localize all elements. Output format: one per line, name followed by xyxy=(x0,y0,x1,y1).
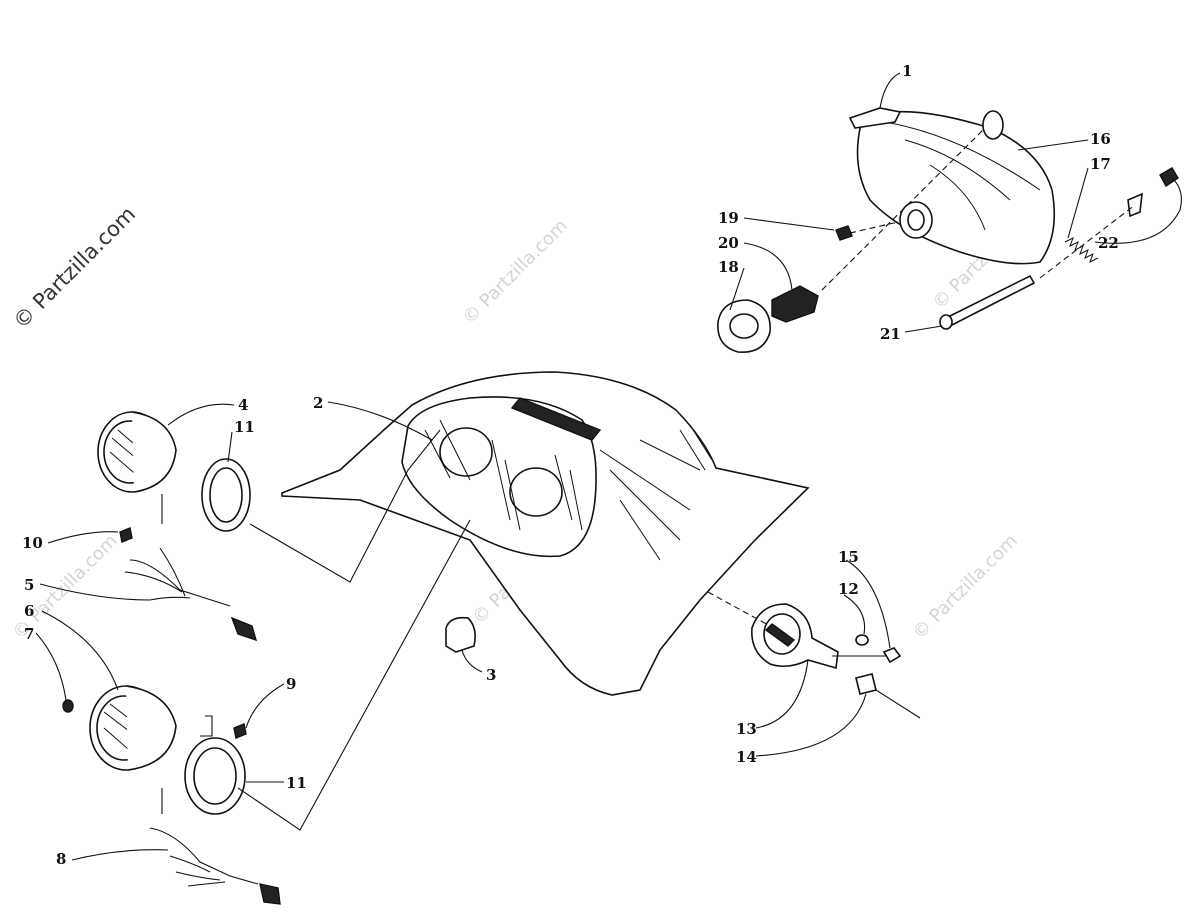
headlight-bracket xyxy=(848,107,902,129)
callout-20: 20 xyxy=(718,234,739,252)
nut xyxy=(882,647,902,664)
tachometer-window xyxy=(439,427,493,477)
screw xyxy=(835,225,853,241)
hood-assembly xyxy=(281,371,810,696)
callout-16: 16 xyxy=(1090,130,1111,148)
callout-4: 4 xyxy=(238,396,248,414)
callout-15: 15 xyxy=(838,548,859,566)
speedo-harness xyxy=(149,827,259,887)
callout-18: 18 xyxy=(718,258,739,276)
callout-12: 12 xyxy=(838,580,859,598)
callout-19: 19 xyxy=(718,209,739,227)
headlight-housing xyxy=(856,110,1056,265)
speedometer-window xyxy=(509,467,563,517)
hood-badge xyxy=(445,616,476,653)
housing-grommet xyxy=(982,110,1004,140)
callout-1: 1 xyxy=(902,62,912,80)
indicator-bulb xyxy=(233,723,247,739)
headlight-assembly xyxy=(717,107,1179,353)
callout-7: 7 xyxy=(24,625,34,643)
callout-21: 21 xyxy=(880,325,901,343)
callout-10: 10 xyxy=(22,534,43,552)
washer xyxy=(855,634,869,646)
callout-5: 5 xyxy=(24,576,34,594)
callout-22: 22 xyxy=(1098,234,1119,252)
watermark-main: © Partzilla.com xyxy=(9,202,141,334)
callout-2: 2 xyxy=(313,394,323,412)
tach-bulb xyxy=(119,527,133,543)
callout-13: 13 xyxy=(736,720,757,738)
callout-14: 14 xyxy=(736,748,757,766)
callout-6: 6 xyxy=(24,602,34,620)
speedometer-cable-end xyxy=(855,673,877,695)
callout-17: 17 xyxy=(1090,155,1111,173)
gauge-bulb xyxy=(62,699,74,713)
hood-vent xyxy=(510,397,602,441)
callout-labels: 1 2 3 4 5 6 7 8 9 10 11 11 12 13 14 15 1… xyxy=(22,62,1119,868)
callout-11-upper: 11 xyxy=(234,418,255,436)
callout-3: 3 xyxy=(486,666,496,684)
tach-harness xyxy=(124,547,231,607)
left-components xyxy=(62,411,471,905)
adjuster-clip xyxy=(1127,192,1143,218)
headlight-bulb xyxy=(771,285,819,323)
callout-11-lower: 11 xyxy=(286,774,307,792)
watermark-faded: © Partzilla.com xyxy=(459,215,572,328)
callout-8: 8 xyxy=(56,850,66,868)
cable-drive-assembly xyxy=(707,591,921,719)
callout-9: 9 xyxy=(286,675,296,693)
leader-lines xyxy=(35,72,1182,861)
adjust-spring xyxy=(1064,236,1099,264)
watermark-faded: © Partzilla.com xyxy=(909,530,1022,643)
